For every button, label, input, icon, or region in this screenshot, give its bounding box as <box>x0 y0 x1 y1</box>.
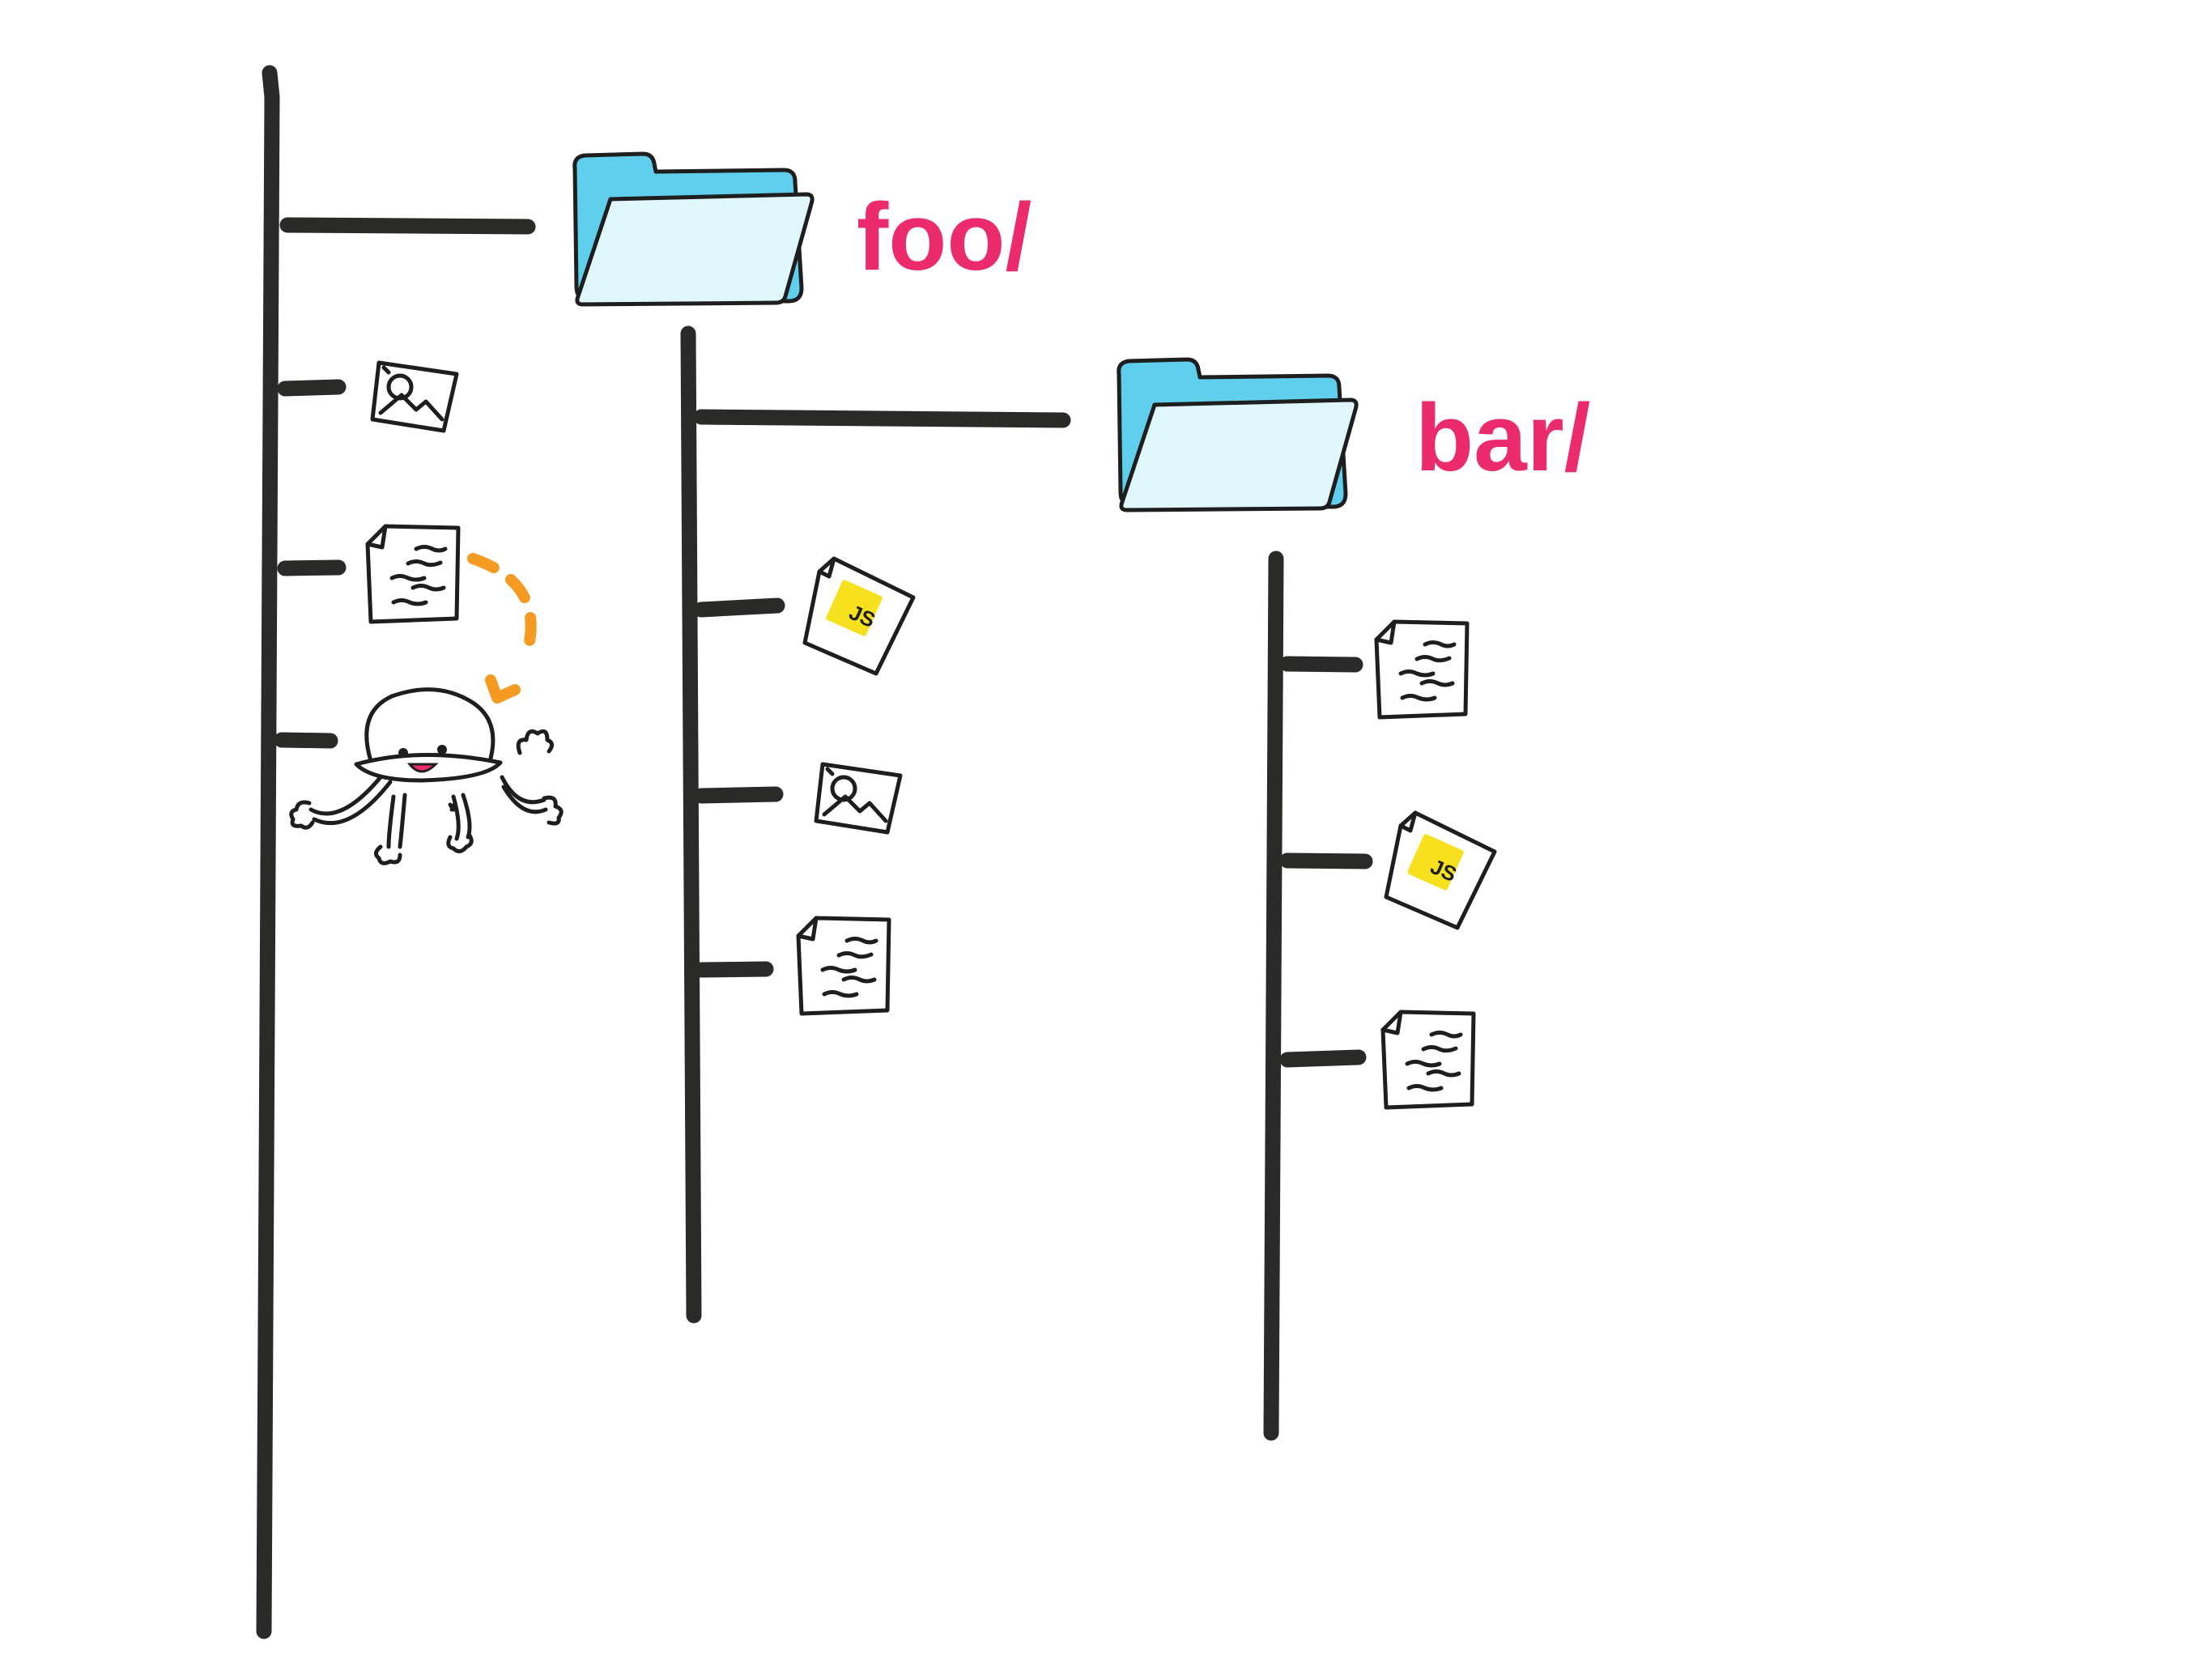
root-tree <box>256 65 536 1639</box>
foo-branch-text <box>693 961 774 978</box>
root-trunk <box>256 65 280 1639</box>
root-branch-image <box>277 379 347 397</box>
text-file-icon[interactable] <box>1376 622 1467 717</box>
text-file-icon[interactable] <box>798 918 889 1014</box>
move-arrow-icon <box>467 553 537 704</box>
image-file-icon[interactable] <box>816 764 900 832</box>
bar-branch-text-2 <box>1279 1049 1367 1068</box>
mascot-character <box>289 687 564 865</box>
image-file-icon[interactable] <box>372 363 457 431</box>
foo-branch-bar <box>693 409 1071 428</box>
folder-icon-foo[interactable] <box>575 154 812 304</box>
foo-trunk <box>680 325 702 1324</box>
text-file-icon[interactable] <box>368 526 458 622</box>
foo-branch-image <box>693 786 784 804</box>
bar-branch-text-1 <box>1279 656 1363 673</box>
bar-trunk <box>1263 551 1284 1441</box>
root-branch-foo <box>279 217 536 235</box>
foo-branch-js <box>693 597 785 618</box>
folder-label-bar[interactable]: bar/ <box>1415 385 1591 491</box>
bar-tree <box>1263 551 1373 1441</box>
text-file-icon[interactable] <box>1383 1012 1474 1107</box>
folder-label-foo[interactable]: foo/ <box>857 184 1032 291</box>
foo-tree <box>680 325 1071 1324</box>
root-branch-mascot <box>274 732 338 749</box>
folder-icon-bar[interactable] <box>1119 359 1356 510</box>
